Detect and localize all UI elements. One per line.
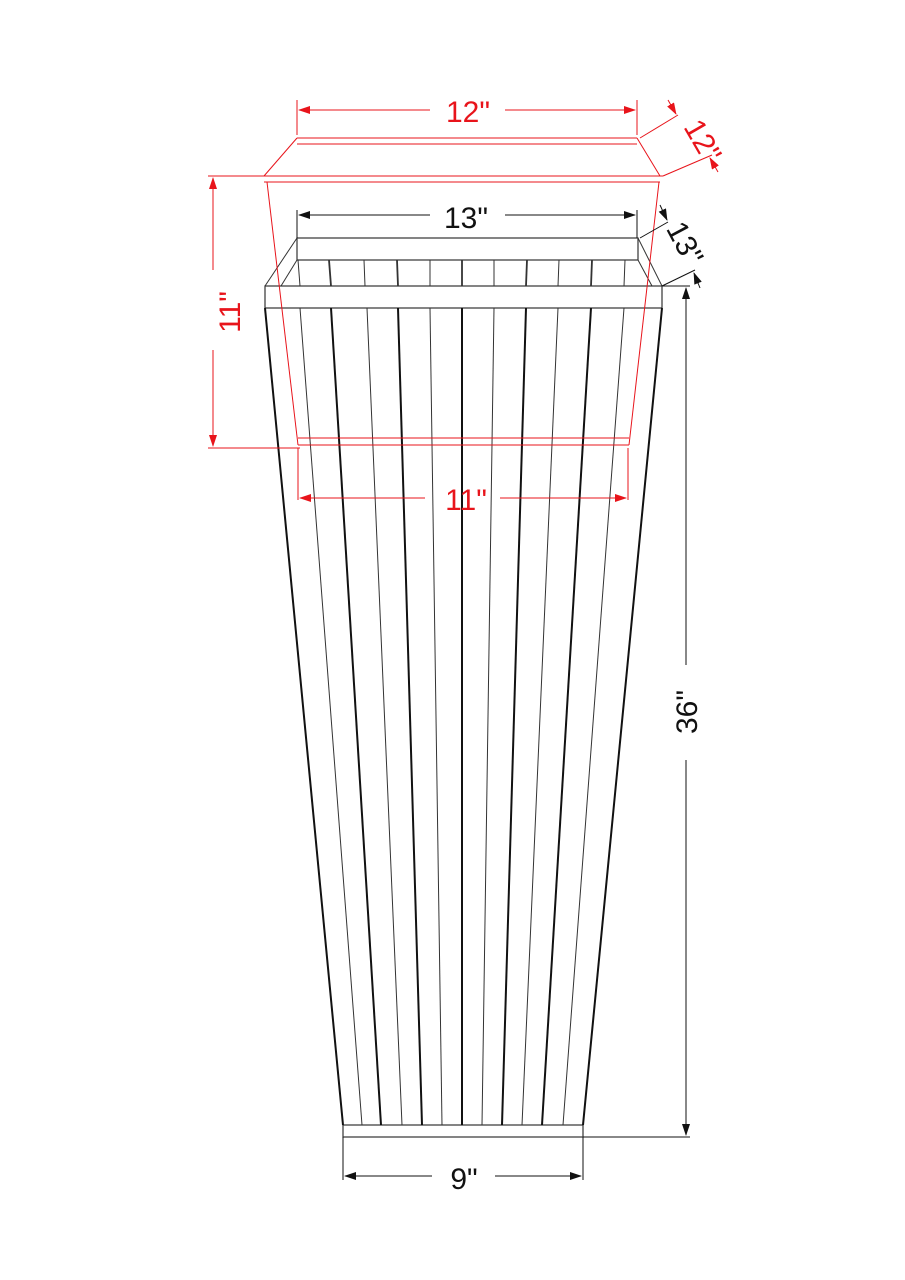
liner-bottom-width-dimension — [297, 448, 629, 502]
liner-height-dimension — [208, 175, 300, 449]
planter-body — [264, 237, 663, 1138]
planter-top-depth-label: 13" — [659, 216, 709, 270]
liner-top-width-dimension — [296, 100, 638, 135]
planter-top-depth-dimension — [639, 204, 702, 289]
liner-insert — [262, 137, 663, 446]
liner-height-label: 11" — [214, 291, 247, 333]
planter-top-width-label: 13" — [444, 202, 488, 235]
liner-bottom-width-label: 11" — [445, 484, 487, 517]
planter-height-label: 36" — [671, 690, 704, 734]
liner-top-width-label: 12" — [446, 96, 490, 129]
planter-bottom-width-dimension — [342, 1137, 584, 1180]
planter-height-dimension — [583, 285, 690, 1138]
liner-top-depth-dimension — [639, 99, 719, 177]
planter-top-width-dimension — [296, 210, 638, 238]
planter-bottom-width-label: 9" — [450, 1163, 477, 1196]
liner-top-depth-label: 12" — [677, 114, 728, 169]
